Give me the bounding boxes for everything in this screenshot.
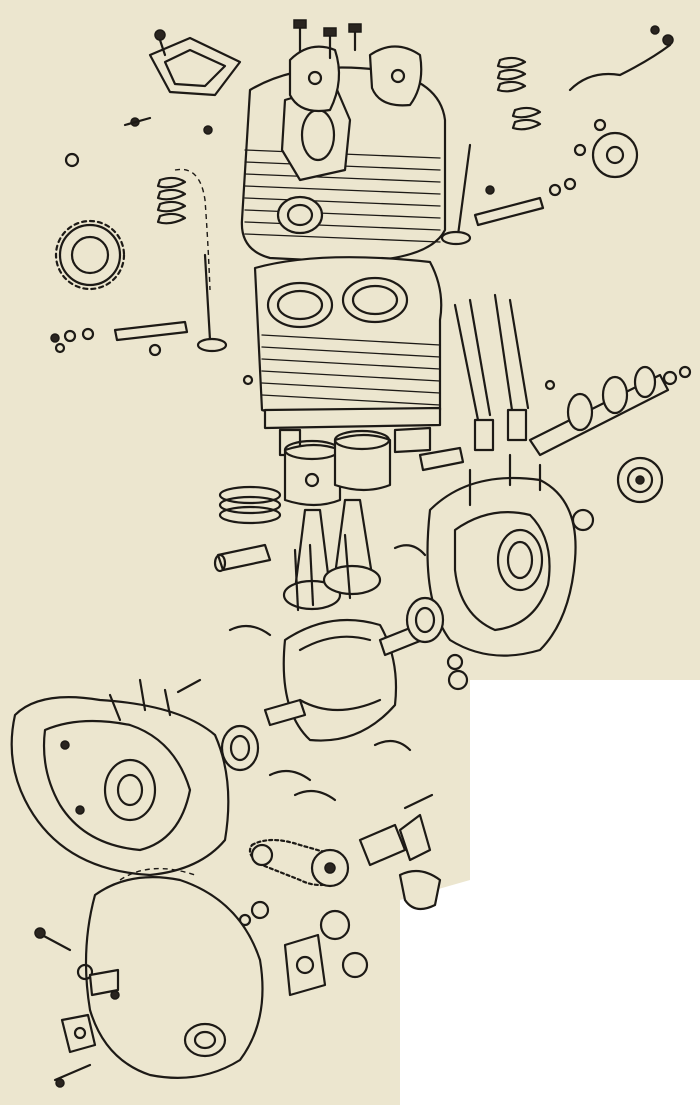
- sprocket-right: [616, 456, 664, 504]
- gear-left: [54, 219, 126, 291]
- valve-left: [196, 253, 228, 353]
- tensioner-brackets: [358, 793, 442, 911]
- bearing-shells: [228, 544, 427, 802]
- camshaft: [528, 365, 692, 457]
- cylinder-block: [253, 256, 443, 457]
- head-studs: [293, 19, 362, 60]
- pistons: [283, 429, 392, 507]
- cylinder-head: [240, 66, 447, 264]
- contact-breaker-parts: [34, 927, 120, 1088]
- valve-right: [440, 143, 472, 246]
- crankcase-left-half: [10, 678, 230, 877]
- piston-rings: [218, 485, 282, 525]
- rocker-spindle-left: [50, 320, 189, 343]
- rocker-box-covers: [288, 45, 423, 113]
- valve-springs-right: [496, 56, 542, 131]
- timing-gear-top: [591, 131, 639, 179]
- small-fasteners: [54, 116, 607, 391]
- valve-springs-left: [156, 168, 211, 291]
- blank-area: [400, 680, 700, 1105]
- gudgeon-pins: [213, 446, 465, 573]
- timing-chain: [248, 838, 350, 888]
- pushrods: [453, 293, 530, 452]
- timing-cover: [84, 867, 264, 1079]
- washers: [238, 900, 270, 927]
- inspection-cover: [148, 29, 242, 97]
- crankshaft-flywheel: [263, 618, 437, 742]
- main-bearings: [220, 596, 445, 772]
- crank-bolts: [293, 533, 469, 691]
- oil-pump: [283, 909, 369, 997]
- connecting-rods: [282, 498, 382, 611]
- rocker-spindle-right: [473, 177, 577, 227]
- crankcase-right-half: [426, 453, 595, 657]
- oil-pipe: [568, 25, 674, 92]
